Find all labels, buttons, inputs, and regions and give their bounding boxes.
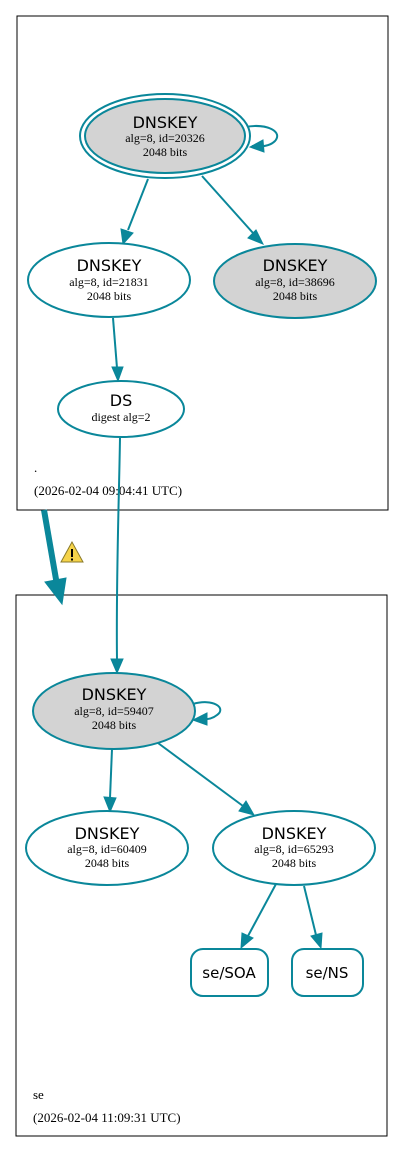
node-root-key3-line1: alg=8, id=38696 [255,275,335,289]
node-ds-line1: digest alg=2 [91,410,150,424]
node-root-key3-line2: 2048 bits [273,289,318,303]
node-root-ksk-line1: alg=8, id=20326 [125,131,205,145]
node-se-key2-line2: 2048 bits [85,856,130,870]
node-root-zsk-line2: 2048 bits [87,289,132,303]
warning-triangle-icon [60,540,84,563]
node-se-zsk: DNSKEY alg=8, id=65293 2048 bits [212,810,376,886]
root-zone-name: . [34,460,37,475]
node-se-ksk: DNSKEY alg=8, id=59407 2048 bits [32,672,196,750]
node-se-zsk-line2: 2048 bits [272,856,317,870]
node-se-soa-title: se/SOA [202,964,256,982]
node-se-zsk-title: DNSKEY [262,824,327,843]
node-se-ksk-line2: 2048 bits [92,718,137,732]
node-se-ksk-title: DNSKEY [82,685,147,704]
node-root-ksk: DNSKEY alg=8, id=20326 2048 bits [79,93,251,179]
node-root-ksk-line2: 2048 bits [143,145,188,159]
node-se-key2: DNSKEY alg=8, id=60409 2048 bits [25,810,189,886]
edge-root-zsk-ds [112,317,118,369]
edge-se-ksk-zsk [157,742,244,807]
node-se-soa: se/SOA [190,948,269,997]
node-se-ns-title: se/NS [306,964,349,982]
edges [103,125,323,950]
delegation-edge [41,509,67,606]
edge-ds-se-ksk [115,437,121,661]
edge-se-zsk-ns [303,885,317,936]
node-root-zsk-title: DNSKEY [77,256,142,275]
se-zone-timestamp: (2026-02-04 11:09:31 UTC) [33,1110,181,1125]
node-root-key3-title: DNSKEY [263,256,328,275]
node-ds: DS digest alg=2 [57,380,185,438]
se-zone-name: se [33,1087,44,1102]
node-root-zsk: DNSKEY alg=8, id=21831 2048 bits [27,242,191,318]
root-zone-timestamp: (2026-02-04 09:04:41 UTC) [34,483,182,498]
node-root-key3: DNSKEY alg=8, id=38696 2048 bits [213,243,377,319]
node-ds-title: DS [110,391,132,410]
node-se-zsk-line1: alg=8, id=65293 [254,842,334,856]
edge-root-ksk-zsk [127,178,149,231]
node-root-ksk-title: DNSKEY [133,113,198,132]
node-se-key2-line1: alg=8, id=60409 [67,842,147,856]
node-se-ksk-line1: alg=8, id=59407 [74,704,154,718]
edge-root-ksk-key3 [201,175,254,234]
edge-se-ksk-key2 [109,748,113,799]
node-se-key2-title: DNSKEY [75,824,140,843]
edge-se-zsk-soa [247,883,277,937]
node-se-ns: se/NS [291,948,364,997]
node-root-zsk-line1: alg=8, id=21831 [69,275,149,289]
